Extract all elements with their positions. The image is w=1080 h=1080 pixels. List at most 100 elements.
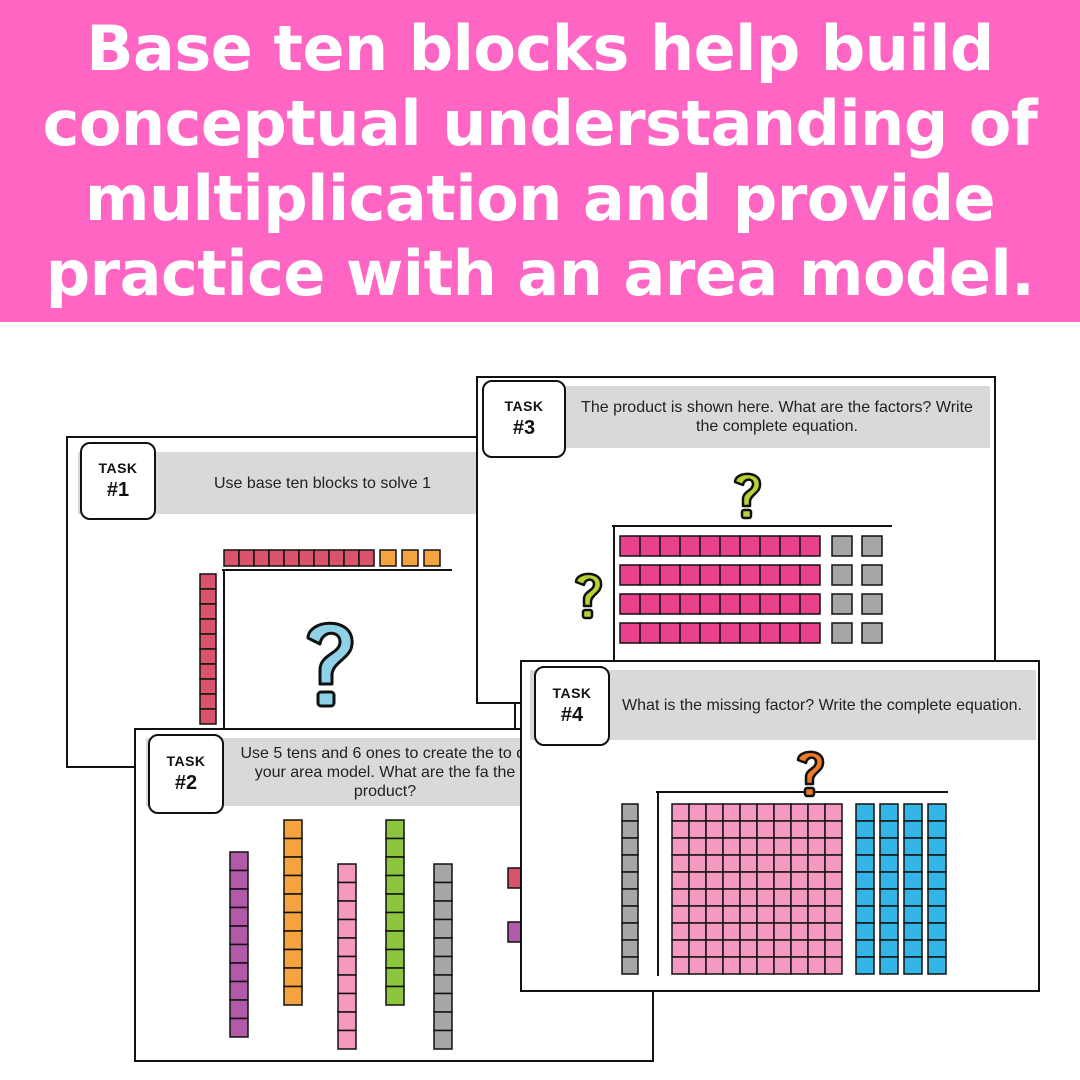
unit-cell (927, 820, 947, 839)
unit-cell (790, 922, 809, 941)
unit-cell (337, 863, 357, 884)
unit-cell (773, 854, 792, 873)
unit-cell (385, 948, 405, 969)
unit-cell (722, 939, 741, 958)
unit-cell (705, 922, 724, 941)
unit-cell (739, 871, 758, 890)
unit-cell (799, 564, 821, 586)
unit-cell (790, 854, 809, 873)
unit-cell (903, 888, 923, 907)
unit-cell (799, 593, 821, 615)
unit-cell (283, 967, 303, 988)
unit-cell (705, 956, 724, 975)
unit-cell (688, 956, 707, 975)
unit-cell (756, 888, 775, 907)
unit-cell (756, 837, 775, 856)
unit-cell (855, 939, 875, 958)
unit-cell (722, 871, 741, 890)
unit-cell (619, 535, 641, 557)
unit-cell (773, 837, 792, 856)
question-mark-icon (574, 572, 603, 620)
unit-cell (756, 922, 775, 941)
unit-cell (699, 535, 721, 557)
unit-cell (283, 930, 303, 951)
unit-cell (722, 888, 741, 907)
unit-cell (719, 535, 741, 557)
unit-cell (199, 603, 217, 620)
unit-cell (283, 549, 300, 567)
unit-cell (621, 888, 639, 907)
unit-cell (298, 549, 315, 567)
header-banner: Base ten blocks help build conceptual un… (0, 0, 1080, 322)
unit-cell (229, 925, 249, 946)
unit-cell (759, 564, 781, 586)
unit-cell (385, 911, 405, 932)
unit-cell (722, 922, 741, 941)
unit-cell (739, 922, 758, 941)
unit-cell (283, 948, 303, 969)
unit-cell (773, 803, 792, 822)
unit-cell (679, 622, 701, 644)
unit-cell (671, 837, 690, 856)
unit-cell (671, 956, 690, 975)
unit-cell (756, 803, 775, 822)
unit-cell (671, 871, 690, 890)
unit-cell (773, 922, 792, 941)
unit-cell (773, 871, 792, 890)
task-1-badge: TASK #1 (80, 442, 156, 520)
unit-cell (358, 549, 375, 567)
unit-cell (385, 856, 405, 877)
unit-cell (903, 837, 923, 856)
unit-cell (688, 922, 707, 941)
unit-cell (283, 837, 303, 858)
unit-cell (824, 803, 843, 822)
unit-cell (619, 593, 641, 615)
unit-cell (739, 803, 758, 822)
unit-cell (385, 967, 405, 988)
ones-cube (831, 593, 853, 615)
banner-title: Base ten blocks help build conceptual un… (42, 12, 1038, 310)
unit-cell (199, 588, 217, 605)
task-4-badge-number: #4 (560, 704, 584, 726)
task-2-badge: TASK #2 (148, 734, 224, 814)
unit-cell (739, 564, 761, 586)
unit-cell (671, 820, 690, 839)
unit-cell (903, 922, 923, 941)
unit-cell (621, 871, 639, 890)
unit-cell (671, 854, 690, 873)
unit-cell (621, 803, 639, 822)
unit-cell (779, 622, 801, 644)
unit-cell (229, 980, 249, 1001)
unit-cell (268, 549, 285, 567)
unit-cell (879, 956, 899, 975)
unit-cell (855, 888, 875, 907)
unit-cell (283, 985, 303, 1006)
task-3-badge-number: #3 (512, 417, 536, 439)
unit-cell (799, 535, 821, 557)
unit-cell (639, 593, 661, 615)
unit-cell (739, 956, 758, 975)
unit-cell (855, 820, 875, 839)
unit-cell (807, 837, 826, 856)
unit-cell (807, 956, 826, 975)
unit-cell (199, 693, 217, 710)
unit-cell (639, 535, 661, 557)
unit-cell (671, 939, 690, 958)
unit-cell (756, 939, 775, 958)
unit-cell (719, 593, 741, 615)
unit-cell (705, 820, 724, 839)
unit-cell (199, 663, 217, 680)
question-mark-icon (733, 472, 762, 520)
task-1-prompt: Use base ten blocks to solve 1 (214, 474, 432, 492)
unit-cell (739, 905, 758, 924)
unit-cell (621, 905, 639, 924)
task-card-4: What is the missing factor? Write the co… (520, 660, 1040, 992)
unit-cell (619, 564, 641, 586)
task-4-badge: TASK #4 (534, 666, 610, 746)
unit-cell (722, 820, 741, 839)
unit-cell (283, 874, 303, 895)
unit-cell (328, 549, 345, 567)
task-2-prompt: Use 5 tens and 6 ones to create the to o… (240, 744, 530, 800)
unit-cell (927, 837, 947, 856)
unit-cell (879, 888, 899, 907)
